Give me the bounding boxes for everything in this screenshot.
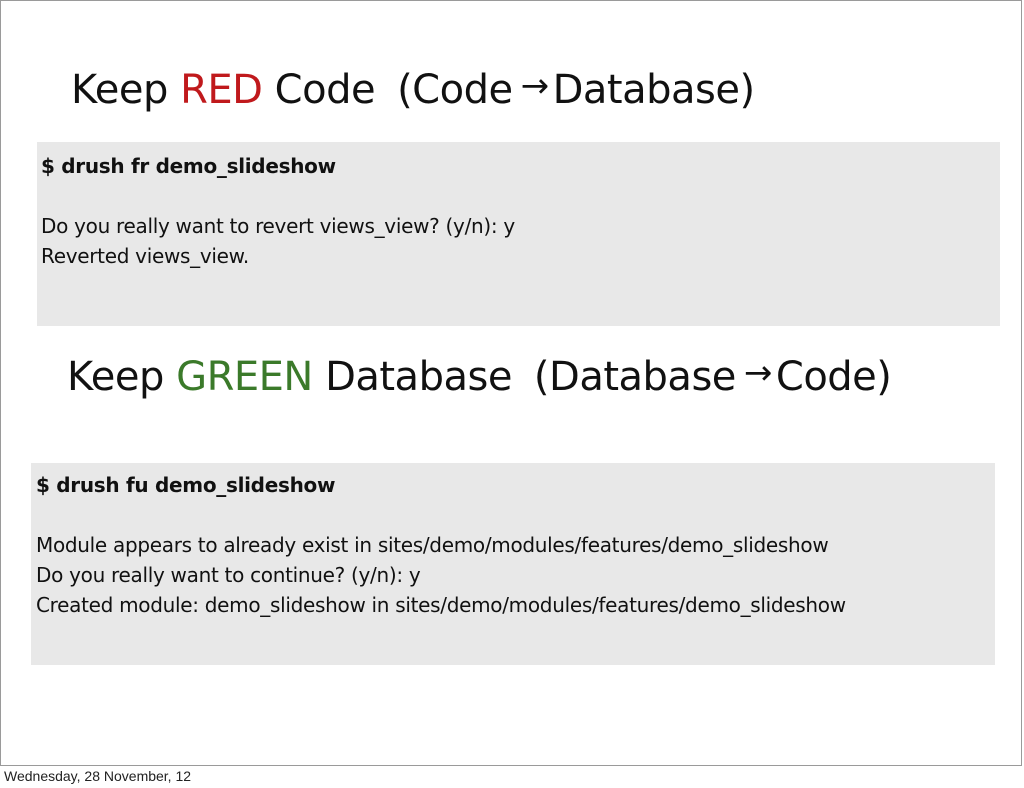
heading-keep-red: Keep RED Code (Code→Database)	[71, 66, 755, 113]
terminal-line: Do you really want to continue? (y/n): y	[36, 563, 421, 587]
heading-green-paren-open: (Database	[533, 354, 736, 400]
heading-green-paren-close: Code)	[775, 354, 892, 400]
heading-red-paren-open: (Code	[397, 67, 513, 113]
heading-green-keyword: GREEN	[176, 354, 313, 400]
arrow-right-icon: →	[520, 66, 550, 106]
terminal-line: Do you really want to revert views_view?…	[41, 214, 515, 238]
terminal-line: Reverted views_view.	[41, 244, 249, 268]
arrow-right-icon: →	[743, 353, 773, 393]
heading-red-keyword: RED	[180, 67, 263, 113]
terminal-command: $ drush fu demo_slideshow	[36, 473, 336, 497]
footer-date: Wednesday, 28 November, 12	[4, 768, 192, 784]
heading-red-prefix: Keep	[71, 67, 168, 113]
terminal-line: Module appears to already exist in sites…	[36, 533, 829, 557]
heading-red-paren-close: Database)	[552, 67, 755, 113]
heading-green-suffix: Database	[325, 354, 512, 400]
heading-red-suffix: Code	[274, 67, 376, 113]
terminal-output-update: $ drush fu demo_slideshow Module appears…	[31, 463, 995, 665]
heading-keep-green: Keep GREEN Database (Database→Code)	[67, 353, 892, 400]
terminal-command: $ drush fr demo_slideshow	[41, 154, 336, 178]
terminal-line: Created module: demo_slideshow in sites/…	[36, 593, 846, 617]
heading-green-prefix: Keep	[67, 354, 164, 400]
terminal-output-revert: $ drush fr demo_slideshow Do you really …	[37, 142, 1000, 326]
slide: Keep RED Code(Code→Database) $ drush fr …	[0, 0, 1022, 766]
